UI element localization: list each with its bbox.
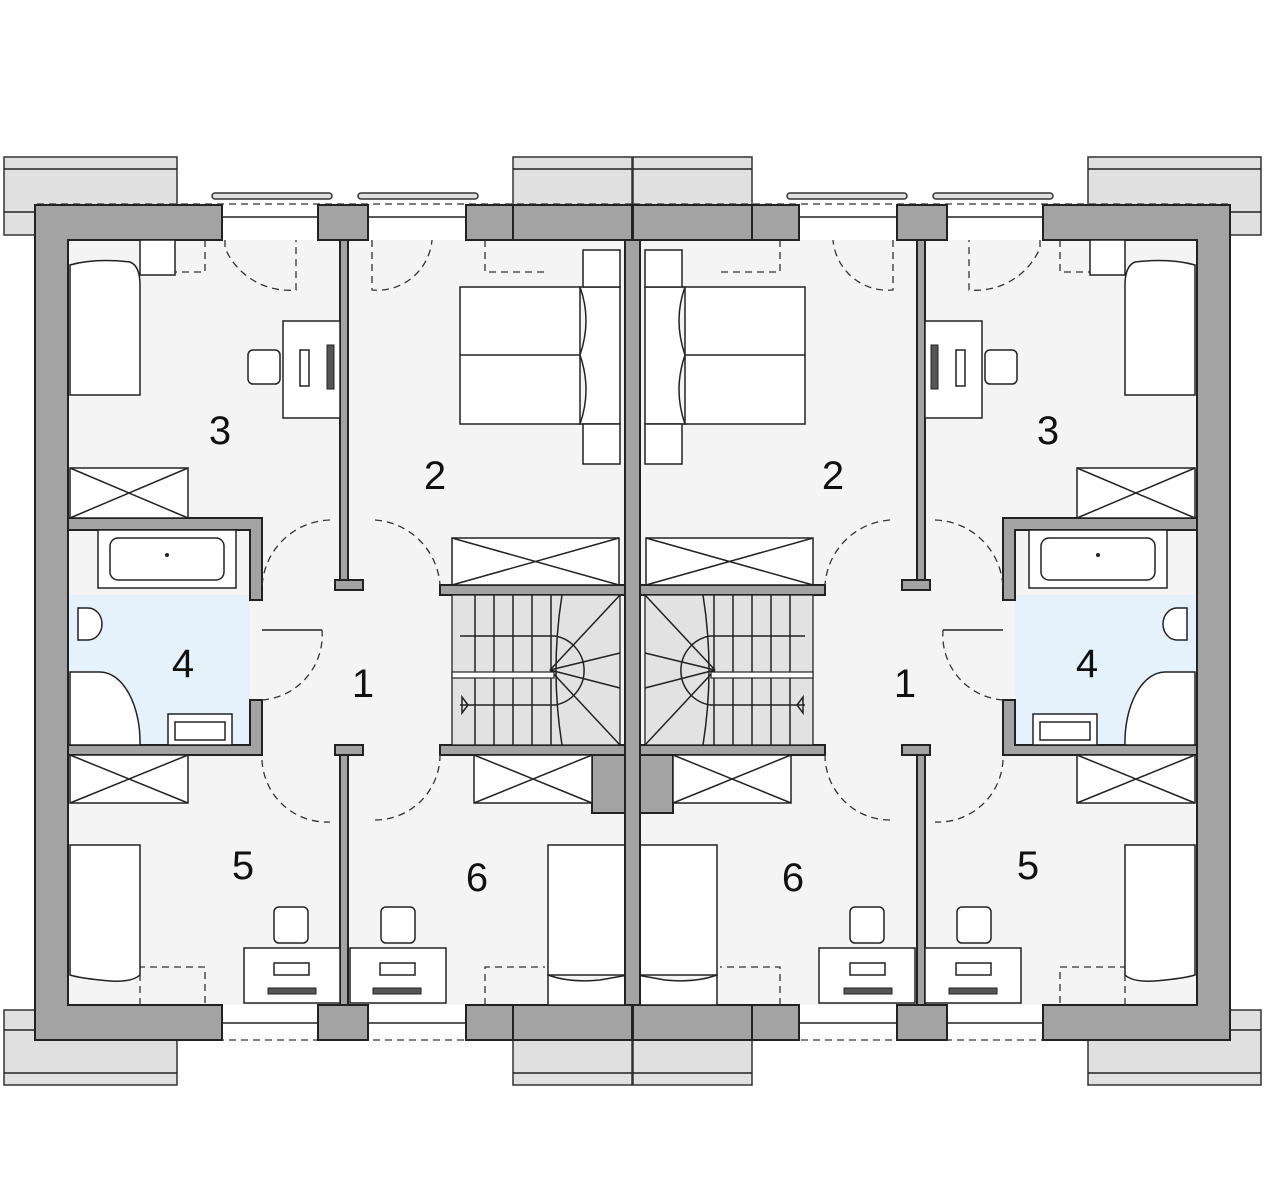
- room-label-left-3: 3: [209, 409, 231, 453]
- room-label-left-6: 6: [466, 856, 488, 900]
- room-label-right-6: 6: [782, 856, 804, 900]
- room-label-right-5: 5: [1017, 844, 1039, 888]
- room-label-right-1: 1: [894, 662, 916, 706]
- left-unit: [3, 156, 633, 1086]
- room-label-right-2: 2: [822, 454, 844, 498]
- room-label-right-3: 3: [1037, 409, 1059, 453]
- right-unit: [632, 156, 1262, 1086]
- room-label-right-4: 4: [1076, 642, 1098, 686]
- room-label-left-4: 4: [172, 642, 194, 686]
- party-wall: [624, 239, 641, 1006]
- room-label-left-5: 5: [232, 844, 254, 888]
- room-label-left-2: 2: [424, 454, 446, 498]
- room-label-left-1: 1: [352, 662, 374, 706]
